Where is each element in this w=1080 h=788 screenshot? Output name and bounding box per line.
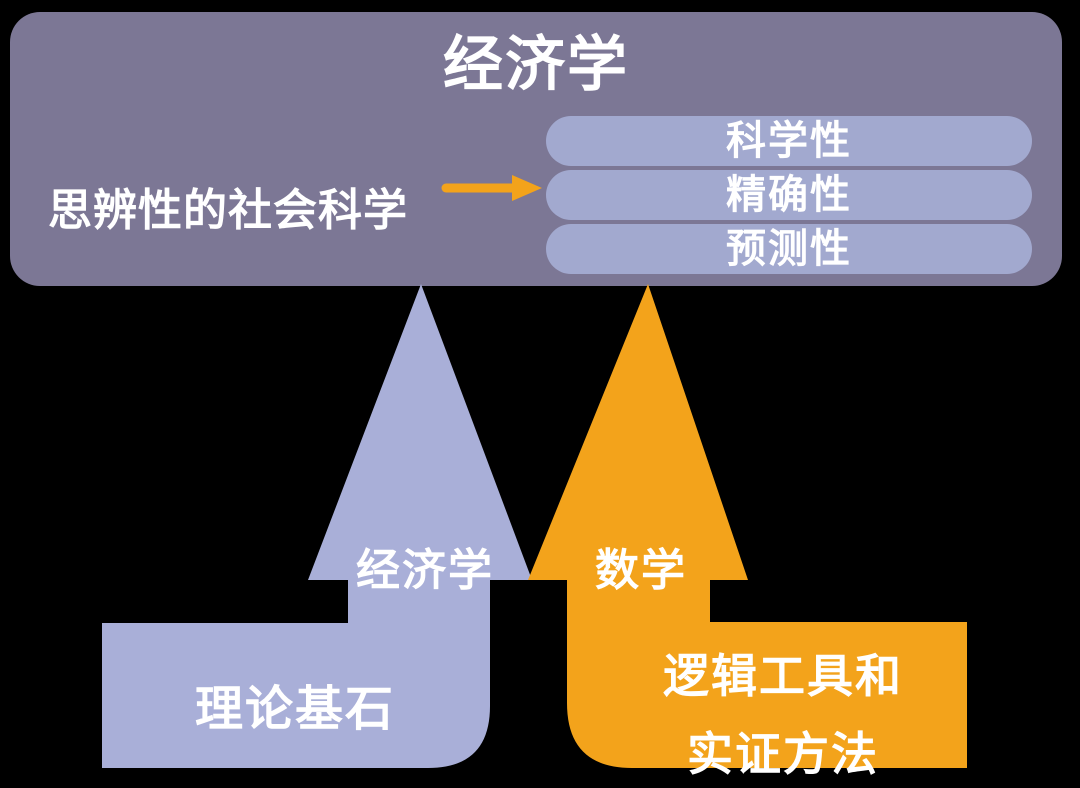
attribute-pill-precision: 精确性: [546, 170, 1032, 220]
tools-base-label-line1: 逻辑工具和: [663, 649, 903, 703]
math-up-arrow-shape: [528, 284, 967, 768]
math-arrow-label: 数学: [595, 545, 687, 596]
tools-base-label-line2: 实证方法: [687, 727, 879, 781]
right-arrow-icon: [441, 175, 542, 201]
attribute-pill-predictive: 预测性: [546, 224, 1032, 274]
economics-up-arrow-shape: [102, 284, 532, 768]
economics-arrow-label: 经济学: [356, 545, 494, 596]
subtitle-label: 思辨性的社会科学: [48, 185, 408, 236]
attribute-pill-scientific: 科学性: [546, 116, 1032, 166]
panel-title: 经济学: [443, 30, 629, 100]
theory-base-label: 理论基石: [194, 681, 395, 737]
economics-panel: 经济学 思辨性的社会科学 科学性 精确性 预测性: [10, 12, 1062, 286]
